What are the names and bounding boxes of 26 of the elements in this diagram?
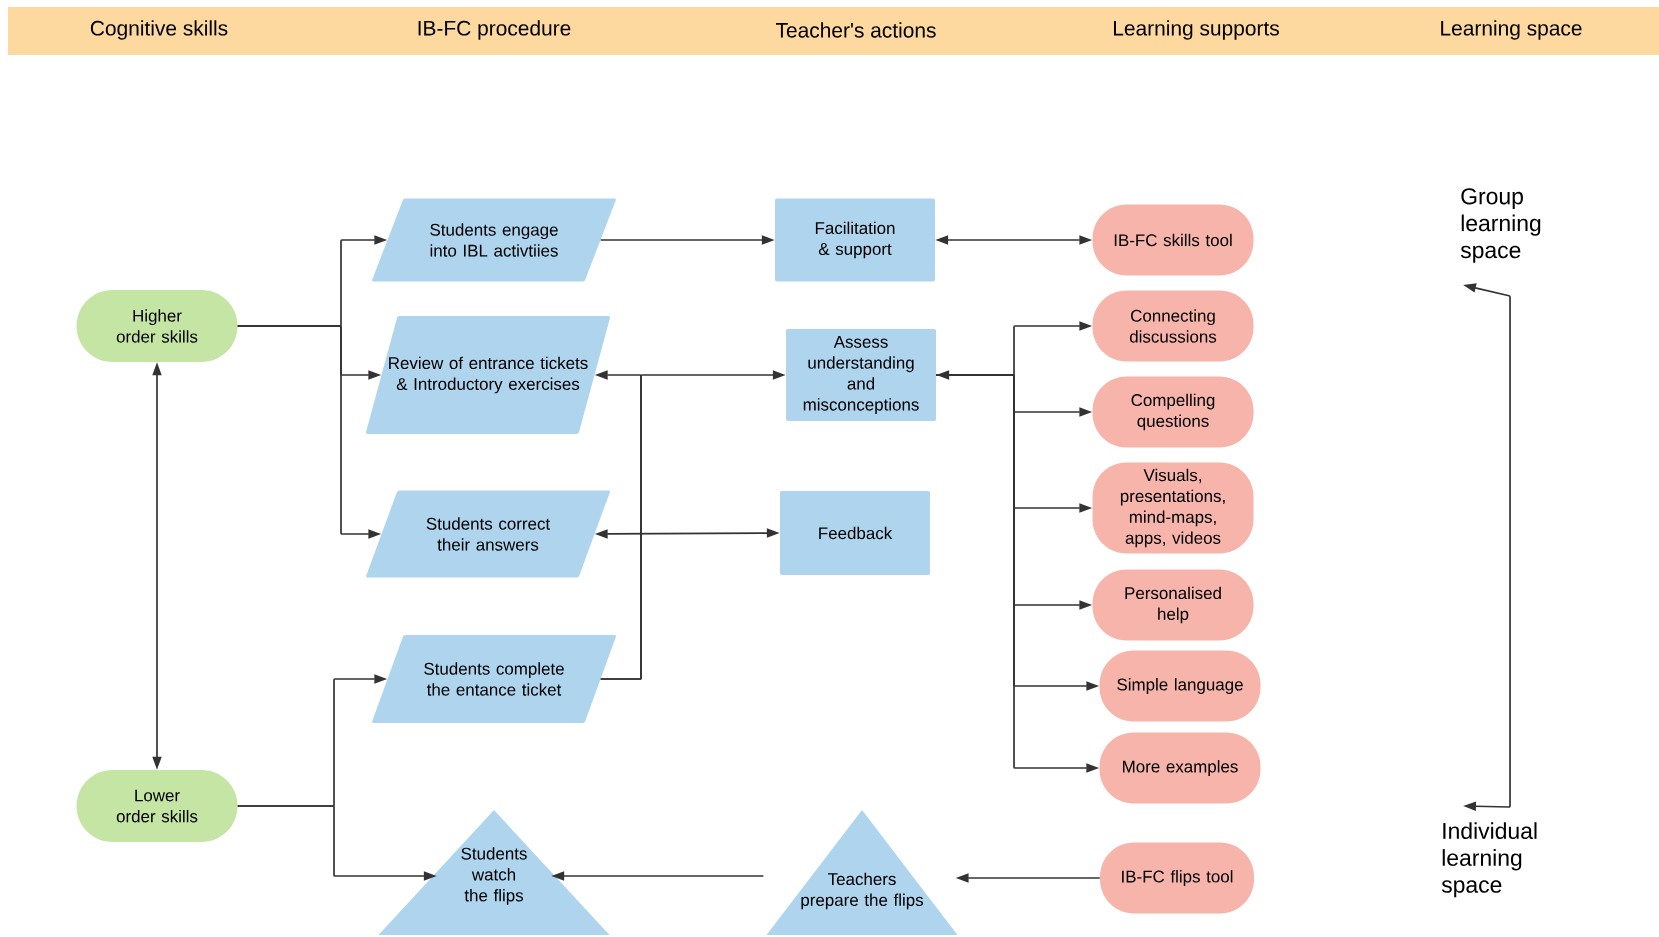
step-parallelogram: Students complete the entance ticket — [372, 635, 616, 723]
skill-level-pill: Lower order skills — [76, 770, 238, 842]
support-pill: Simple language — [1099, 650, 1261, 722]
space-label: Group learning space — [1460, 188, 1541, 263]
column-header: Cognitive skills — [90, 20, 228, 40]
step-parallelogram: Review of entrance tickets & Introductory exercises — [365, 316, 611, 434]
step-parallelogram: Students correct their answers — [366, 490, 610, 578]
column-header: Learning supports — [1114, 20, 1279, 40]
column-header: IB-FC procedure — [418, 20, 571, 40]
support-pill: IB-FC flips tool — [1100, 842, 1254, 914]
action-box: Assess understanding and misconceptions — [786, 329, 936, 421]
support-pill: IB-FC skills tool — [1092, 204, 1254, 276]
space-label: Individual learning space — [1441, 822, 1537, 898]
action-box: Facilitation & support — [775, 198, 935, 282]
support-pill: More examples — [1099, 732, 1261, 804]
support-pill: Personalised help — [1092, 569, 1254, 641]
skill-level-pill: Higher order skills — [76, 290, 238, 362]
step-triangle: Students watch the flips — [378, 810, 610, 935]
step-parallelogram: Students engage into IBL activtiies — [372, 198, 616, 282]
support-pill: Visuals, presentations, mind-maps, apps, videos — [1092, 462, 1254, 554]
support-pill: Connecting discussions — [1092, 290, 1254, 362]
column-header: Learning space — [1441, 20, 1582, 40]
step-triangle: Teachers prepare the flips — [766, 810, 958, 935]
column-header: Teacher's actions — [776, 22, 936, 38]
support-pill: Compelling questions — [1092, 376, 1254, 448]
action-box: Feedback — [780, 491, 930, 575]
